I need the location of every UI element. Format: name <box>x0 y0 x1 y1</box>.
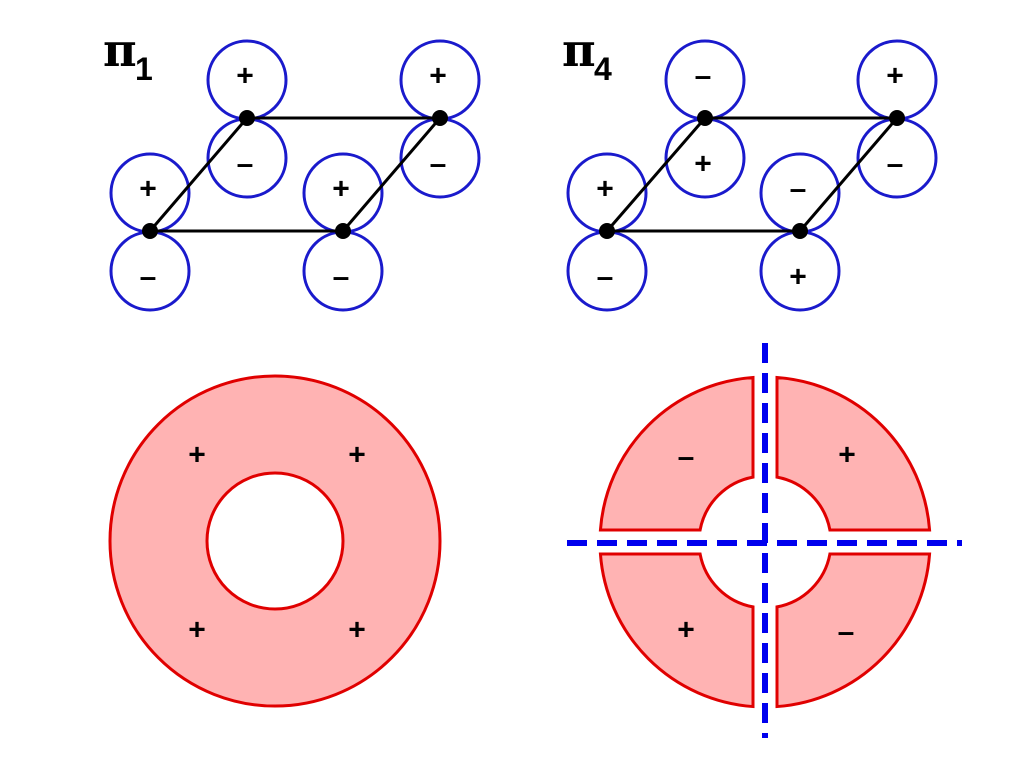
lobe-sign-upper: + <box>332 173 350 206</box>
lobe-sign-lower: – <box>887 148 904 181</box>
lobe-sign-lower: – <box>333 261 350 294</box>
carbon-atom <box>792 223 808 239</box>
split-ring-sign-top-right: + <box>838 439 856 472</box>
carbon-atom <box>335 223 351 239</box>
bond-line <box>798 117 899 232</box>
bond-line <box>148 117 249 232</box>
pi1-orbital-diagram: π 1 + – + – + – + – <box>103 23 481 312</box>
lobe-sign-lower: + <box>694 148 712 181</box>
lobe-sign-upper: + <box>886 60 904 93</box>
pi1-title-subscript: 1 <box>135 51 153 87</box>
bond-line <box>341 117 442 232</box>
split-ring-sign-top-left: – <box>678 441 695 474</box>
carbon-atom <box>239 110 255 126</box>
split-ring-sign-bottom-left: + <box>677 614 695 647</box>
ring-quadrant <box>775 552 932 709</box>
lobe-sign-upper: + <box>429 60 447 93</box>
ring-quadrant <box>598 552 755 709</box>
pi4-title-symbol: π <box>562 23 596 77</box>
lobe-sign-lower: + <box>789 261 807 294</box>
ring-quadrant <box>775 375 932 532</box>
split-ring-sign-bottom-right: – <box>838 616 855 649</box>
lobe-sign-upper: – <box>695 60 712 93</box>
lobe-sign-lower: – <box>237 148 254 181</box>
lobe-sign-upper: + <box>236 60 254 93</box>
carbon-atom <box>889 110 905 126</box>
lobe-sign-upper: + <box>139 173 157 206</box>
lobe-sign-lower: – <box>140 261 157 294</box>
carbon-atom <box>142 223 158 239</box>
lobe-sign-upper: – <box>790 173 807 206</box>
full-ring <box>108 374 442 708</box>
pi4-title-subscript: 4 <box>594 51 612 87</box>
carbon-atom <box>599 223 615 239</box>
ring-quadrant <box>598 375 755 532</box>
ring-sign: + <box>188 614 206 647</box>
ring-sign: + <box>188 439 206 472</box>
antibonding-ring-diagram: – + + – <box>567 343 962 738</box>
pi1-title-symbol: π <box>103 23 137 77</box>
lobe-sign-lower: – <box>430 148 447 181</box>
carbon-atom <box>432 110 448 126</box>
ring-sign: + <box>348 439 366 472</box>
pi4-orbital-diagram: π 4 + – – + – + + – <box>562 23 938 312</box>
carbon-atom <box>697 110 713 126</box>
bonding-ring-diagram: + + + + <box>108 374 442 708</box>
lobe-sign-upper: + <box>596 173 614 206</box>
ring-sign: + <box>348 614 366 647</box>
lobe-sign-lower: – <box>597 261 614 294</box>
bond-line <box>605 117 707 232</box>
